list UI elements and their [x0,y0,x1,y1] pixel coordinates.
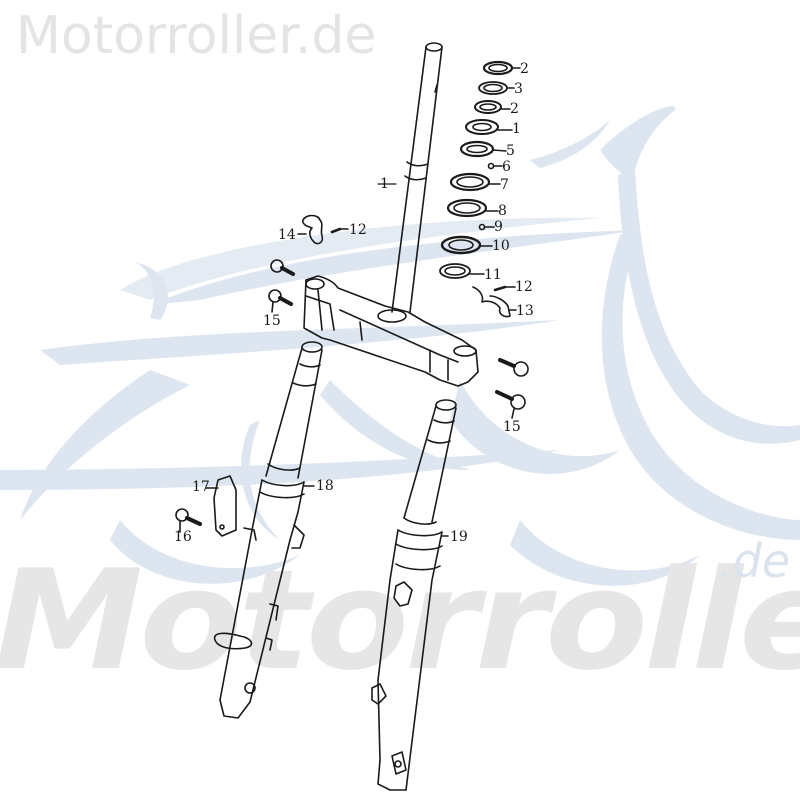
callout-16: 16 [174,529,192,545]
callout-2: 2 [510,101,519,117]
callout-6: 6 [502,159,511,175]
watermark-de-suffix: .de [718,534,791,588]
right-fork-leg [371,399,457,791]
steering-stem [377,42,443,313]
cable-clamp-14 [297,214,349,245]
callout-19: 19 [450,529,468,545]
callout-10: 10 [492,238,510,254]
callout-5: 5 [506,143,515,159]
callout-15: 15 [263,313,281,329]
callout-9: 9 [494,219,503,235]
bolt-15-right [495,358,529,419]
callout-8: 8 [498,203,507,219]
callout-1: 1 [380,176,389,192]
callout-13: 13 [516,303,534,319]
callout-2: 2 [520,61,529,77]
callout-14: 14 [278,227,296,243]
watermark-bottom-text: Motorroller [0,540,800,702]
bracket-17 [205,475,237,537]
callout-18: 18 [316,478,334,494]
lower-triple-clamp [303,275,479,387]
bolt-16 [175,508,202,533]
left-fork-leg [213,341,323,719]
callout-12: 12 [515,279,533,295]
bolt-15-left [268,259,295,313]
callout-17: 17 [192,479,210,495]
callout-7: 7 [500,177,509,193]
callout-15: 15 [503,419,521,435]
bearing-stack [439,60,521,279]
cable-clamp-13 [472,285,517,318]
watermark-top-text: Motorroller.de [16,6,377,66]
callout-11: 11 [484,267,502,283]
callout-1: 1 [512,121,521,137]
callout-12: 12 [349,222,367,238]
callout-3: 3 [514,81,523,97]
